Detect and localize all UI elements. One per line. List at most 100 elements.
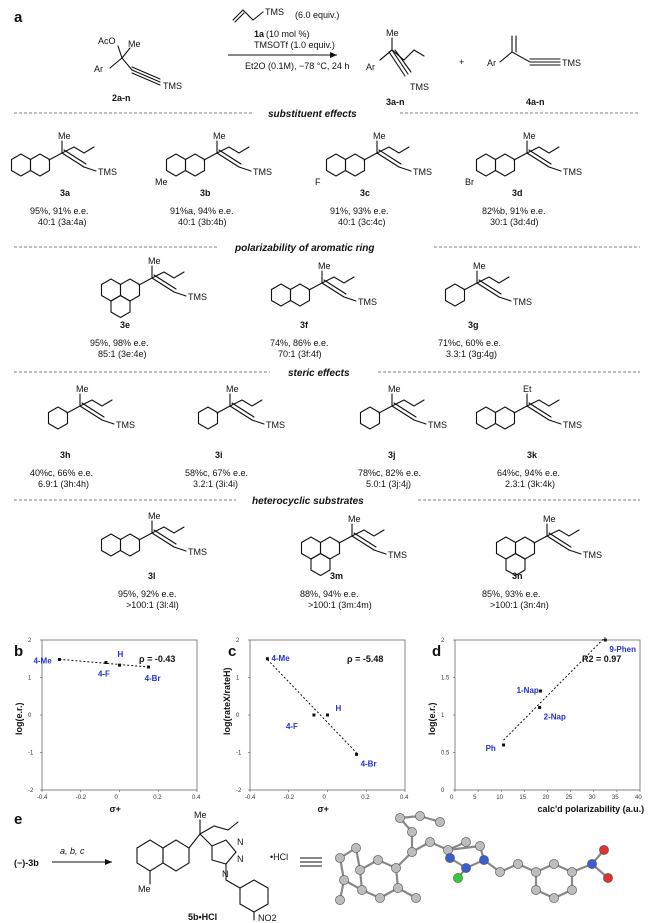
xtick-b: 0 xyxy=(115,795,119,801)
xtick-d: 15 xyxy=(519,795,526,801)
compound-id-3n: 3n xyxy=(512,571,523,581)
start-compound: (−)-3b xyxy=(14,858,39,868)
product-4-structure xyxy=(499,35,561,66)
xtick-d: 5 xyxy=(473,795,477,801)
compound-id-3i: 3i xyxy=(215,450,223,460)
ratio-3m: >100:1 (3m:4m) xyxy=(308,600,372,610)
tms-label-3j: TMS xyxy=(428,420,447,430)
ring-sub-3d: Br xyxy=(465,177,474,187)
ratio-3n: >100:1 (3n:4n) xyxy=(490,600,549,610)
substituent-label-3j: Me xyxy=(388,384,401,394)
point-label-d-2-Nap: 2-Nap xyxy=(544,713,566,722)
point-label-d-Ph: Ph xyxy=(486,744,496,753)
ytick-c: 2 xyxy=(236,638,240,644)
hcl-salt: •HCl xyxy=(270,852,288,862)
yield-ee-3a: 95%, 91% e.e. xyxy=(30,206,89,216)
naph-me: Me xyxy=(138,884,151,894)
yield-ee-3d: 82%b, 91% e.e. xyxy=(482,206,546,216)
tms-label-3f: TMS xyxy=(358,297,377,307)
sm-2a-n-structure xyxy=(109,45,161,86)
tms-label-3i: TMS xyxy=(266,420,285,430)
equivalence-sign xyxy=(300,857,322,867)
ylabel-c: log(rateX/rateH) xyxy=(222,667,232,735)
catalyst-load: (10 mol %) xyxy=(266,29,310,39)
tms-label-3b: TMS xyxy=(253,167,272,177)
point-b-4-F xyxy=(104,661,108,664)
tms-label-3a: TMS xyxy=(98,167,117,177)
ytick-b: -1 xyxy=(28,751,34,757)
point-label-d-9-Phen: 9-Phen xyxy=(609,645,636,654)
reagent-equiv: (6.0 equiv.) xyxy=(295,10,339,20)
ratio-3f: 70:1 (3f:4f) xyxy=(278,349,322,359)
xtick-b: 0.4 xyxy=(192,795,201,801)
xray-crystal-structure xyxy=(335,811,613,905)
ring-sub-3b: Me xyxy=(155,177,168,187)
product-3-id: 3a-n xyxy=(386,97,405,107)
xtick-b: 0.2 xyxy=(153,795,162,801)
additive: TMSOTf (1.0 equiv.) xyxy=(254,40,335,50)
compound-id-3f: 3f xyxy=(300,320,309,330)
ratio-3e: 85:1 (3e:4e) xyxy=(98,349,147,359)
compound-id-3a: 3a xyxy=(60,188,71,198)
substituent-label-3h: Me xyxy=(76,384,89,394)
product-4-id: 4a-n xyxy=(526,97,545,107)
fit-line-b xyxy=(59,658,149,668)
xtick-c: 0.2 xyxy=(361,795,370,801)
ratio-3k: 2.3:1 (3k:4k) xyxy=(505,479,555,489)
xtick-d: 35 xyxy=(612,795,619,801)
compound-id-3c: 3c xyxy=(360,188,370,198)
point-c-4-F xyxy=(312,713,316,717)
compound-id-3l: 3l xyxy=(148,571,156,581)
sm-ar: Ar xyxy=(94,64,103,74)
xtick-d: 10 xyxy=(496,795,503,801)
ytick-c: -2 xyxy=(236,788,242,794)
point-b-H xyxy=(118,663,121,667)
product-5b-id: 5b•HCl xyxy=(188,912,217,922)
point-label-b-4-Br: 4-Br xyxy=(145,674,161,683)
substituent-label-3k: Et xyxy=(523,384,532,394)
substituent-label-3c: Me xyxy=(373,131,386,141)
tms-label-3e: TMS xyxy=(188,292,207,302)
section-substituent: substituent effects xyxy=(14,109,640,120)
compound-id-3m: 3m xyxy=(330,571,343,581)
compound-structures: MeTMSMeTMSMeMeTMSFMeTMSBrMeTMSMeTMSMeTMS… xyxy=(10,131,602,577)
product-me: Me xyxy=(386,28,399,38)
panel-e-arrowhead xyxy=(105,859,112,865)
xtick-d: 25 xyxy=(566,795,573,801)
ylabel-b: log(e.r.) xyxy=(14,702,24,735)
tms-label-3h: TMS xyxy=(116,420,135,430)
yield-ee-3k: 64%c, 94% e.e. xyxy=(497,468,560,478)
reagent-tms: TMS xyxy=(265,7,284,17)
substituent-label-3b: Me xyxy=(213,131,226,141)
ratio-3j: 5.0:1 (3j:4j) xyxy=(366,479,411,489)
ytick-d: 0.5 xyxy=(441,751,450,757)
conditions: Et2O (0.1M), −78 °C, 24 h xyxy=(245,61,349,71)
product-3-structure xyxy=(379,37,425,77)
point-c-4-Br xyxy=(355,752,359,756)
point-d-1-Nap xyxy=(539,689,543,693)
yield-ee-3n: 85%, 93% e.e. xyxy=(482,589,541,599)
annotation-b: ρ = -0.43 xyxy=(139,654,175,664)
ratio-3g: 3.3:1 (3g:4g) xyxy=(446,349,497,359)
xlabel-c: σ+ xyxy=(318,804,329,814)
ylabel-d: log(e.r.) xyxy=(427,702,437,735)
svg-text:heterocyclic substrates: heterocyclic substrates xyxy=(252,496,364,507)
svg-text:substituent effects: substituent effects xyxy=(268,109,357,120)
xtick-c: -0.2 xyxy=(284,795,295,801)
point-label-c-4-Br: 4-Br xyxy=(361,759,377,768)
tms-label-3d: TMS xyxy=(563,167,582,177)
